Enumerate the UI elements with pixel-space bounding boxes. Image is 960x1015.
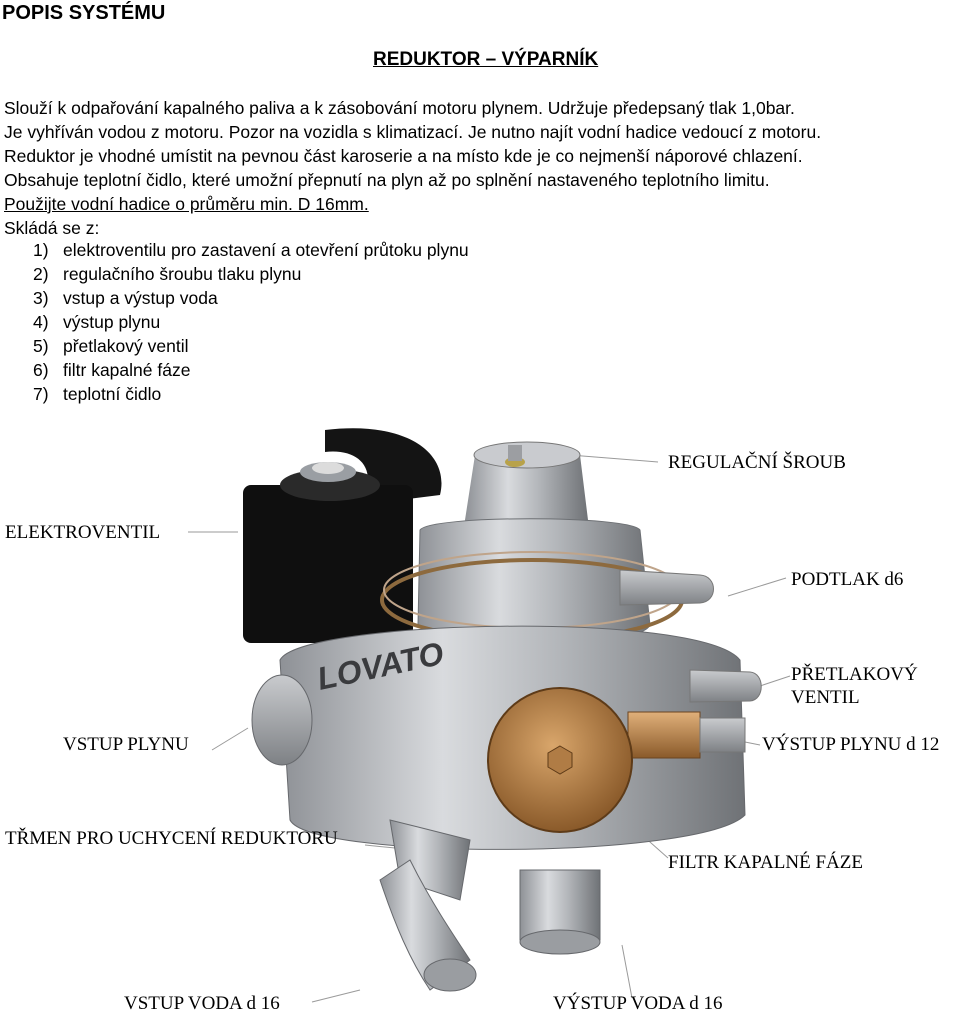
item-number: 4) — [33, 312, 49, 332]
item-text: filtr kapalné fáze — [63, 360, 191, 380]
callout-relief-valve-2: VENTIL — [791, 687, 860, 708]
list-item: 3) vstup a výstup voda — [33, 286, 469, 310]
gas-inlet — [251, 674, 313, 766]
paragraph-line: Slouží k odpařování kapalného paliva a k… — [4, 98, 795, 118]
hose-note: Použijte vodní hadice o průměru min. D 1… — [4, 194, 369, 214]
relief-valve-port — [689, 669, 762, 703]
water-pipe-in — [379, 859, 471, 991]
item-number: 6) — [33, 360, 49, 380]
callout-vacuum: PODTLAK d6 — [791, 569, 904, 590]
item-text: vstup a výstup voda — [63, 288, 218, 308]
list-item: 5) přetlakový ventil — [33, 334, 469, 358]
list-item: 1) elektroventilu pro zastavení a otevřen… — [33, 238, 469, 262]
list-item: 7) teplotní čidlo — [33, 382, 469, 406]
item-text: regulačního šroubu tlaku plynu — [63, 264, 302, 284]
description-text: Slouží k odpařování kapalného paliva a k… — [4, 96, 956, 240]
paragraph-line: Je vyhříván vodou z motoru. Pozor na voz… — [4, 122, 822, 142]
document-title: REDUKTOR – VÝPARNÍK — [373, 49, 599, 70]
item-text: výstup plynu — [63, 312, 161, 332]
callout-water-outlet: VÝSTUP VODA d 16 — [553, 993, 723, 1014]
regulator-dome — [465, 443, 589, 535]
upper-body — [417, 518, 651, 645]
item-number: 3) — [33, 288, 49, 308]
gas-outlet — [627, 711, 701, 759]
callout-regulation-screw: REGULAČNÍ ŠROUB — [668, 452, 846, 473]
solenoid-coil — [243, 485, 413, 643]
vacuum-port — [619, 569, 714, 606]
solenoid-connector — [325, 428, 442, 505]
paragraph-line: Reduktor je vhodné umístit na pevnou čás… — [4, 146, 803, 166]
list-item: 4) výstup plynu — [33, 310, 469, 334]
item-number: 2) — [33, 264, 49, 284]
item-text: přetlakový ventil — [63, 336, 189, 356]
item-number: 7) — [33, 384, 49, 404]
list-item: 6) filtr kapalné fáze — [33, 358, 469, 382]
list-item: 2) regulačního šroubu tlaku plynu — [33, 262, 469, 286]
callout-electrovalve: ELEKTROVENTIL — [5, 522, 161, 543]
callout-water-inlet: VSTUP VODA d 16 — [124, 993, 280, 1014]
callout-relief-valve-1: PŘETLAKOVÝ — [791, 664, 918, 685]
section-heading: POPIS SYSTÉMU — [2, 2, 166, 24]
item-number: 1) — [33, 240, 49, 260]
item-text: teplotní čidlo — [63, 384, 162, 404]
item-text: elektroventilu pro zastavení a otevření … — [63, 240, 469, 260]
callout-filter: FILTR KAPALNÉ FÁZE — [668, 852, 863, 873]
reducer-illustration: LOVATO — [188, 428, 791, 1003]
components-intro: Skládá se z: — [4, 218, 100, 238]
components-list: 1) elektroventilu pro zastavení a otevřen… — [33, 238, 469, 406]
callout-bracket: TŘMEN PRO UCHYCENÍ REDUKTORU — [5, 828, 338, 849]
reducer-diagram: LOVATO REGULAČNÍ ŠROUB ELEKTROVENTIL POD… — [0, 425, 960, 1014]
item-number: 5) — [33, 336, 49, 356]
paragraph-line: Obsahuje teplotní čidlo, které umožní př… — [4, 170, 770, 190]
callout-gas-inlet: VSTUP PLYNU — [63, 734, 189, 755]
callout-gas-outlet: VÝSTUP PLYNU d 12 — [762, 734, 940, 755]
